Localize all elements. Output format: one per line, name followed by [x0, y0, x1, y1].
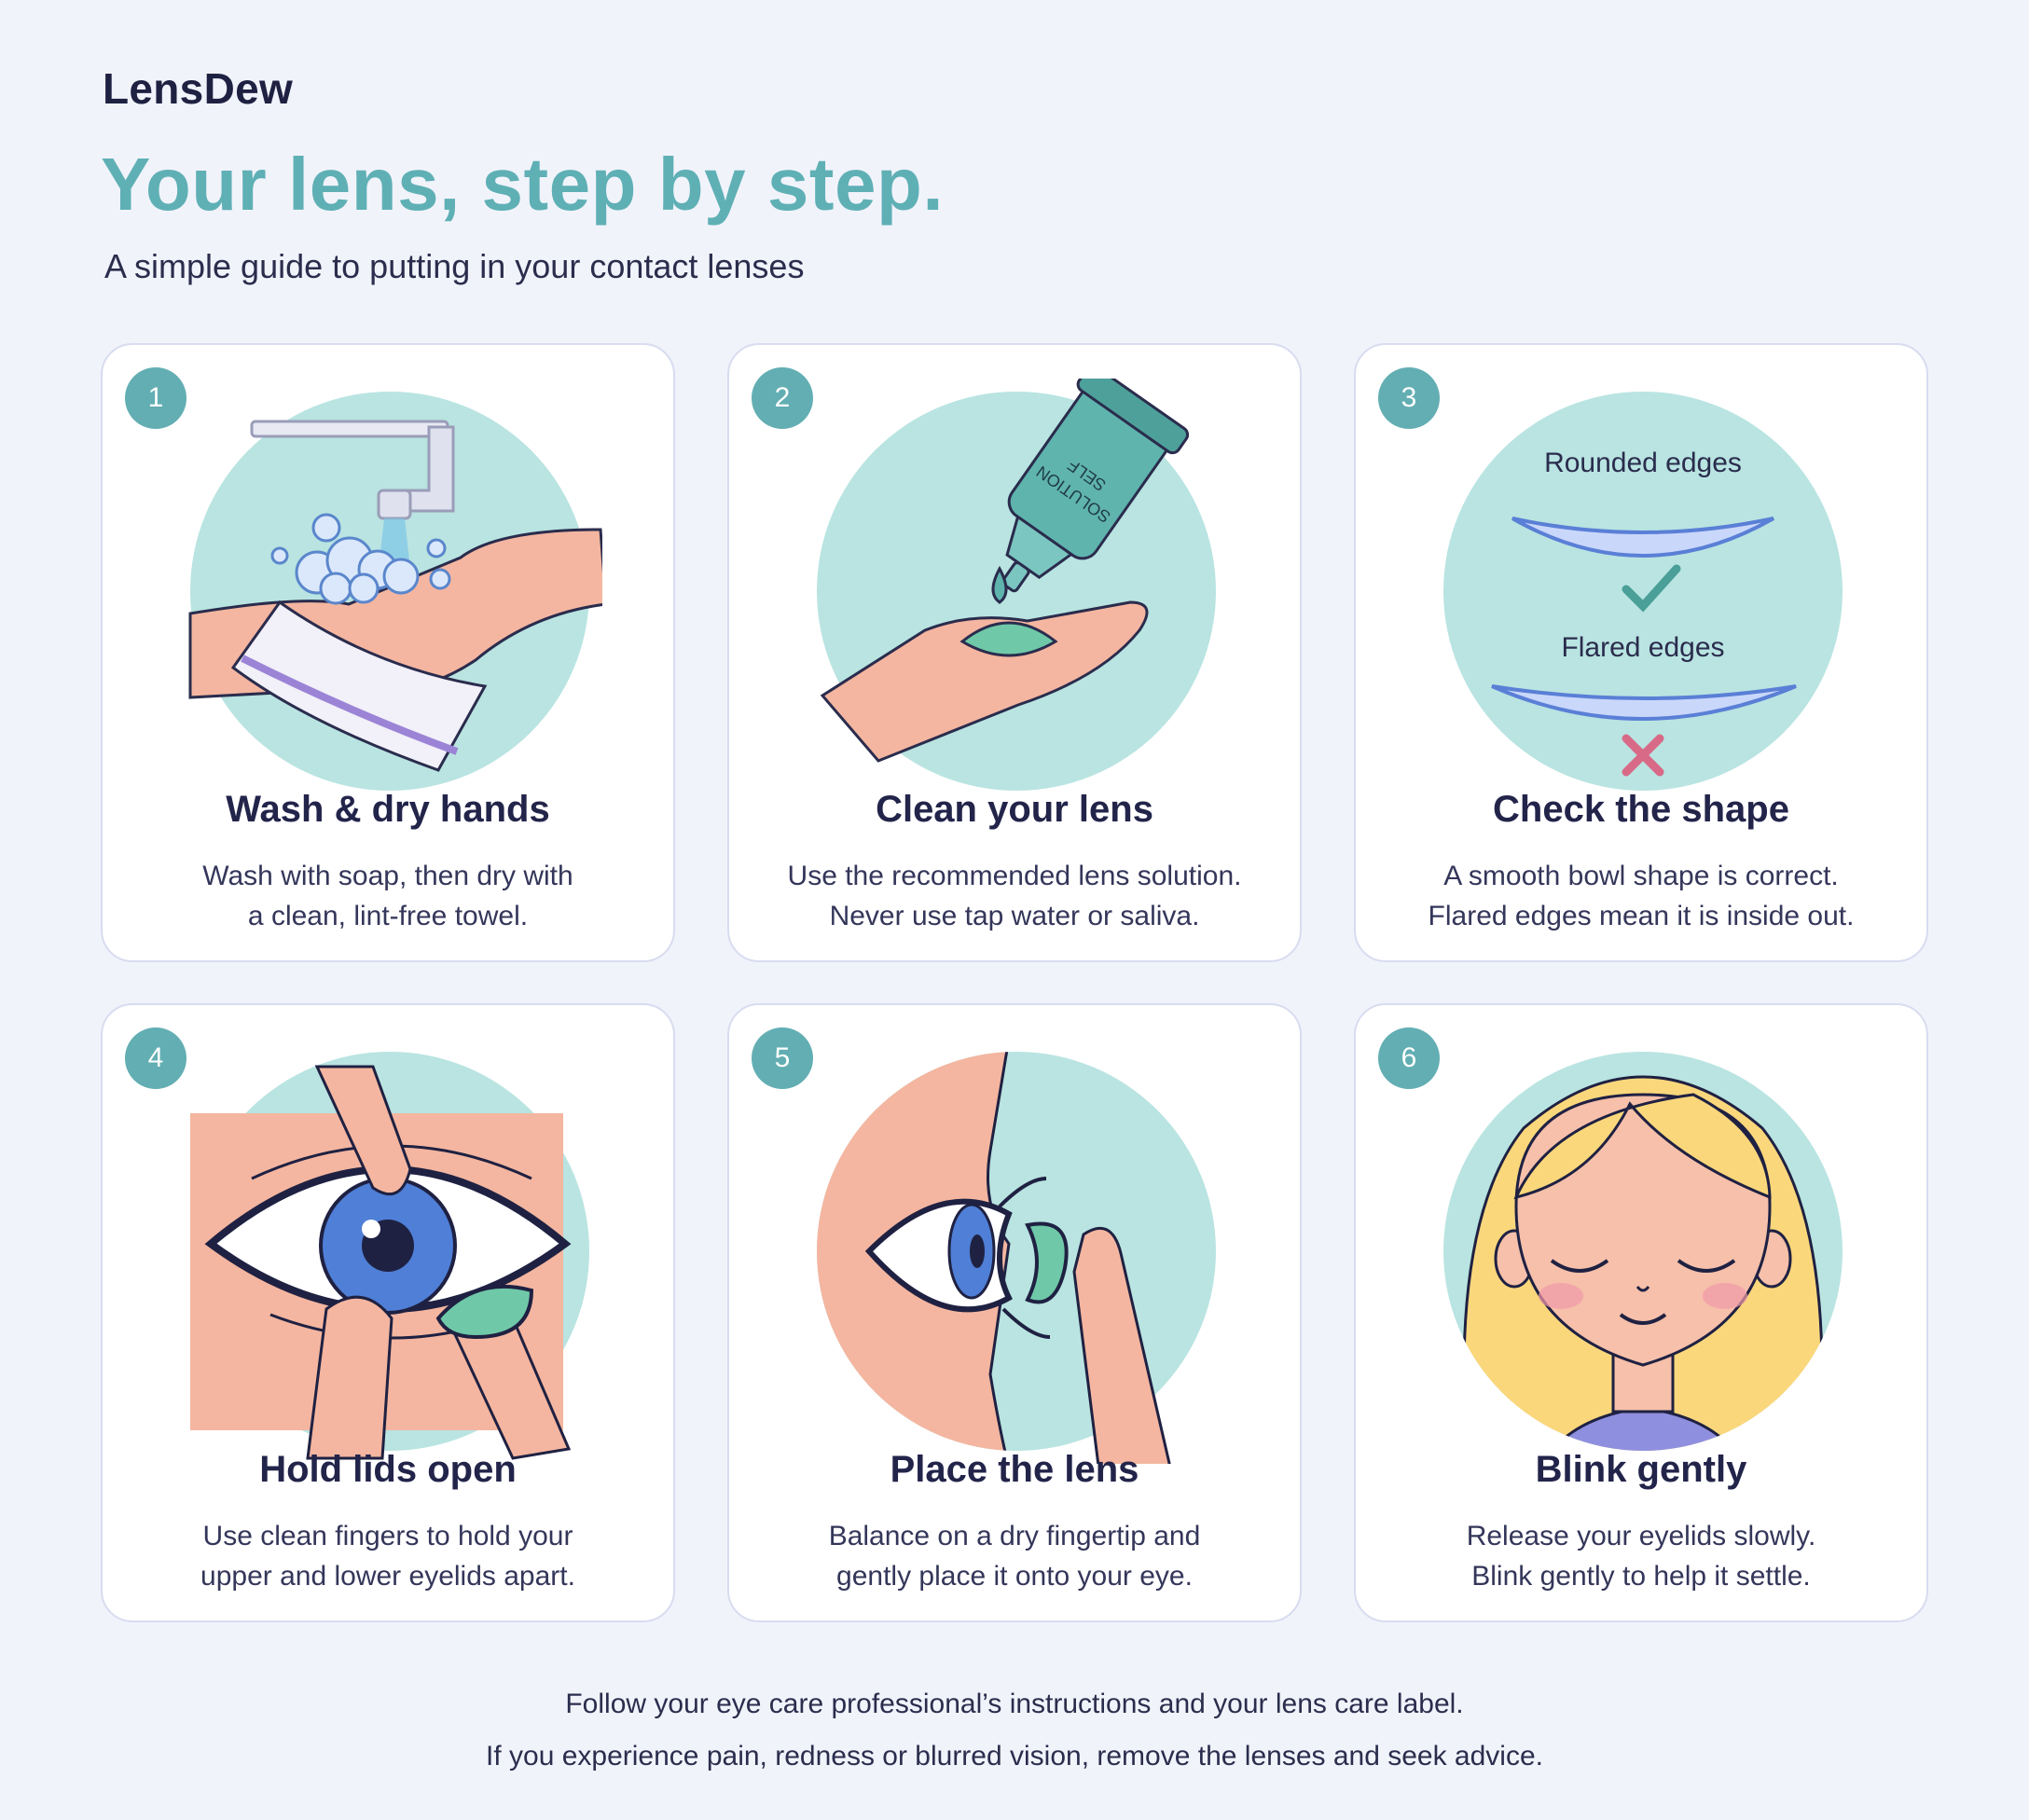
- step-title: Place the lens: [890, 1449, 1139, 1490]
- step-description: Balance on a dry fingertip and gently pl…: [748, 1516, 1281, 1596]
- step-card-1: 1 Wash & dry: [101, 343, 675, 962]
- step-title: Hold lids open: [259, 1449, 517, 1490]
- step-description-line-1: Use clean fingers to hold your: [202, 1521, 573, 1551]
- footer-line-1: Follow your eye care professional’s inst…: [565, 1689, 1464, 1719]
- step-number-badge: 1: [125, 367, 186, 429]
- step-title: Wash & dry hands: [226, 789, 550, 830]
- step-description-line-2: upper and lower eyelids apart.: [200, 1561, 575, 1592]
- step-description-line-1: Wash with soap, then dry with: [202, 861, 573, 891]
- step-title: Blink gently: [1535, 1449, 1747, 1490]
- step-description-line-2: a clean, lint-free towel.: [247, 901, 529, 931]
- steps-grid: 1 Wash & dry: [101, 343, 1928, 1622]
- step-description-line-1: Use the recommended lens solution.: [787, 861, 1242, 891]
- step-description-line-2: Never use tap water or saliva.: [829, 901, 1200, 931]
- step-title: Check the shape: [1493, 789, 1789, 830]
- handwash-icon: [177, 379, 602, 804]
- step-description-line-2: Flared edges mean it is inside out.: [1428, 901, 1855, 931]
- footer-line-2: If you experience pain, redness or blurr…: [486, 1741, 1543, 1772]
- step-description: Use clean fingers to hold your upper and…: [121, 1516, 655, 1596]
- lens-shape-icon: Rounded edges Flared edges: [1430, 379, 1856, 804]
- page-subtitle: A simple guide to putting in your contac…: [104, 247, 805, 285]
- step-number-badge: 6: [1378, 1027, 1440, 1089]
- step-description-line-1: A smooth bowl shape is correct.: [1443, 861, 1839, 891]
- step-description: Use the recommended lens solution. Never…: [748, 856, 1281, 936]
- brand-logo: LensDew: [103, 64, 294, 113]
- step-number-badge: 2: [752, 367, 813, 429]
- footer-disclaimer: Follow your eye care professional’s inst…: [0, 1678, 2029, 1783]
- step-number-badge: 4: [125, 1027, 186, 1089]
- place-lens-icon: [804, 1039, 1229, 1464]
- step-description: Wash with soap, then dry with a clean, l…: [121, 856, 655, 936]
- label-flared-edges: Flared edges: [1561, 632, 1724, 663]
- step-card-5: 5 Place the lens Balance: [727, 1003, 1302, 1622]
- step-number-badge: 3: [1378, 367, 1440, 429]
- step-card-6: 6: [1354, 1003, 1928, 1622]
- step-card-4: 4 Hold lids open: [101, 1003, 675, 1622]
- step-description: A smooth bowl shape is correct. Flared e…: [1374, 856, 1908, 936]
- label-rounded-edges: Rounded edges: [1544, 448, 1742, 478]
- step-card-3: 3 Rounded edges Flared edges Check the s…: [1354, 343, 1928, 962]
- step-description-line-2: gently place it onto your eye.: [836, 1561, 1193, 1592]
- step-number-badge: 5: [752, 1027, 813, 1089]
- solution-bottle-icon: SELF SOLUTION: [804, 379, 1229, 804]
- step-description-line-1: Release your eyelids slowly.: [1466, 1521, 1816, 1551]
- step-title: Clean your lens: [876, 789, 1153, 830]
- blink-face-icon: [1430, 1039, 1856, 1464]
- step-card-2: 2 SELF SOLUTION Clea: [727, 343, 1302, 962]
- step-description-line-2: Blink gently to help it settle.: [1471, 1561, 1811, 1592]
- step-description-line-1: Balance on a dry fingertip and: [828, 1521, 1201, 1551]
- step-description: Release your eyelids slowly. Blink gentl…: [1374, 1516, 1908, 1596]
- page-title: Your lens, step by step.: [101, 143, 945, 226]
- eye-lids-icon: [177, 1039, 602, 1464]
